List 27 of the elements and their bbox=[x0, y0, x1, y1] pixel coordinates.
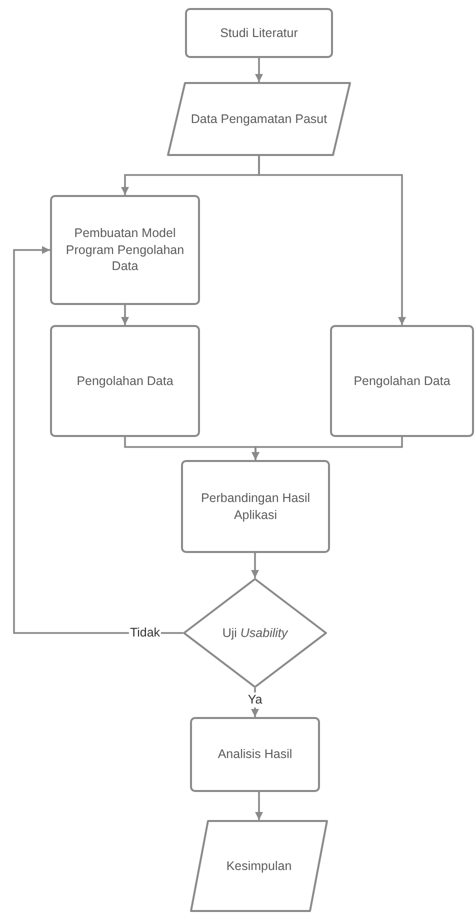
edge-label: Ya bbox=[246, 692, 264, 708]
process-box bbox=[190, 717, 320, 792]
arrow bbox=[121, 305, 129, 325]
node-label: Analisis Hasil bbox=[216, 746, 294, 763]
data-parallelogram bbox=[190, 820, 328, 912]
decision-diamond bbox=[183, 578, 327, 688]
arrow bbox=[252, 437, 403, 460]
process-box bbox=[330, 325, 474, 437]
node-label: Uji Usability bbox=[221, 624, 289, 642]
arrow bbox=[255, 792, 263, 820]
arrow bbox=[258, 156, 406, 325]
node-label: Kesimpulan bbox=[225, 858, 293, 874]
node-label: Pembuatan Model Program Pengolahan Data bbox=[64, 224, 186, 276]
arrow bbox=[255, 58, 263, 82]
process-box bbox=[50, 325, 200, 437]
arrow bbox=[251, 688, 259, 717]
process-box bbox=[181, 460, 330, 553]
arrow bbox=[251, 553, 259, 578]
node-label: Perbandingan Hasil Aplikasi bbox=[200, 490, 312, 524]
process-box bbox=[50, 195, 200, 305]
arrow bbox=[13, 246, 183, 634]
node-label: Pengolahan Data bbox=[76, 372, 174, 390]
node-label: Studi Literatur bbox=[219, 24, 299, 42]
node-label: Data Pengamatan Pasut bbox=[190, 110, 328, 128]
process-box bbox=[185, 8, 333, 58]
data-parallelogram bbox=[167, 82, 351, 156]
node-label: Pengolahan Data bbox=[352, 372, 452, 390]
